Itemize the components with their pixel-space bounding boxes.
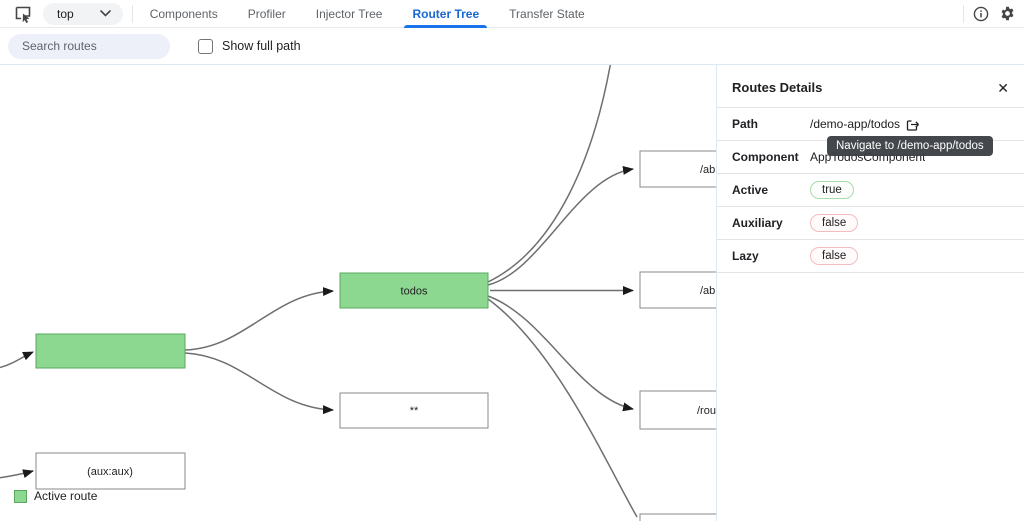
status-badge-false: false	[810, 247, 859, 265]
routes-details-panel: Routes Details ✕ Path /demo-app/todos Co…	[716, 64, 1024, 521]
route-node-label: /ab	[700, 285, 715, 297]
detail-row-active: Active true	[717, 174, 1024, 206]
top-toolbar: top Components Profiler Injector Tree Ro…	[0, 0, 1024, 28]
toolbar-divider	[963, 4, 964, 23]
route-node-label: /ab	[700, 164, 715, 176]
legend-swatch	[14, 489, 27, 503]
divider	[717, 272, 1024, 273]
tab-transfer-state[interactable]: Transfer State	[509, 6, 585, 21]
filter-bar: Show full path	[0, 28, 1024, 64]
close-icon[interactable]: ✕	[997, 79, 1009, 96]
detail-label: Lazy	[732, 249, 759, 263]
legend-label: Active route	[34, 489, 98, 503]
router-tree-svg: todos ** (aux:aux) /ab /ab	[0, 65, 716, 521]
panel-header: Routes Details ✕	[717, 65, 1024, 107]
tab-profiler[interactable]: Profiler	[247, 6, 286, 21]
route-node-label: todos	[401, 286, 428, 298]
navigate-icon[interactable]	[906, 118, 920, 131]
tab-injector-tree[interactable]: Injector Tree	[315, 6, 383, 21]
route-node-label: **	[410, 405, 419, 417]
detail-row-auxiliary: Auxiliary false	[717, 207, 1024, 239]
route-node-todos[interactable]: todos	[339, 272, 489, 309]
gear-icon[interactable]	[994, 1, 1020, 27]
route-node-root[interactable]	[35, 333, 186, 369]
router-tree-canvas: todos ** (aux:aux) /ab /ab	[0, 64, 716, 521]
detail-value: true	[810, 181, 854, 199]
tab-bar: Components Profiler Injector Tree Router…	[150, 0, 585, 28]
detail-label: Active	[732, 183, 769, 197]
edge-root-wildcard	[184, 352, 334, 415]
search-routes-input[interactable]	[8, 33, 170, 59]
route-node-right3[interactable]: /rou	[639, 390, 716, 430]
route-node-label: /rou	[697, 405, 716, 417]
route-node-right4[interactable]	[639, 513, 716, 521]
detail-value: false	[810, 214, 859, 232]
divider	[717, 239, 1024, 240]
navigate-tooltip: Navigate to /demo-app/todos	[827, 136, 993, 156]
detail-row-lazy: Lazy false	[717, 240, 1024, 272]
tree-edges	[0, 65, 638, 518]
edge-todos-right1	[487, 165, 634, 286]
frame-selector-dropdown[interactable]: top	[43, 2, 123, 25]
divider	[717, 107, 1024, 108]
detail-row-path: Path /demo-app/todos	[717, 108, 1024, 140]
route-node-right2[interactable]: /ab	[639, 271, 716, 309]
edge-into-aux	[0, 469, 34, 479]
route-node-aux[interactable]: (aux:aux)	[35, 452, 186, 490]
chevron-down-icon	[99, 10, 111, 17]
divider	[717, 206, 1024, 207]
edge-todos-up	[487, 65, 612, 283]
toolbar-right	[963, 0, 1024, 28]
show-full-path-control: Show full path	[198, 38, 301, 54]
tab-router-tree[interactable]: Router Tree	[404, 0, 487, 28]
detail-value: /demo-app/todos	[810, 117, 920, 131]
edge-todos-right4	[487, 298, 638, 518]
detail-value: false	[810, 247, 859, 265]
inspect-element-icon[interactable]	[14, 5, 32, 23]
path-value: /demo-app/todos	[810, 117, 901, 131]
panel-title: Routes Details	[732, 80, 823, 95]
detail-label: Path	[732, 117, 759, 131]
legend-active-route: Active route	[14, 489, 97, 503]
detail-label: Auxiliary	[732, 216, 783, 230]
edge-todos-right3	[487, 295, 634, 412]
info-icon[interactable]	[968, 1, 994, 27]
edge-into-root	[0, 351, 34, 369]
toolbar-divider	[131, 4, 133, 23]
tree-nodes: todos ** (aux:aux) /ab /ab	[35, 150, 716, 521]
tab-components[interactable]: Components	[149, 6, 218, 21]
route-node-label: (aux:aux)	[87, 466, 133, 478]
edge-root-todos	[184, 287, 334, 351]
status-badge-false: false	[810, 214, 859, 232]
divider	[717, 173, 1024, 174]
detail-label: Component	[732, 150, 799, 164]
frame-selector-value: top	[57, 6, 74, 21]
show-full-path-label: Show full path	[222, 39, 301, 53]
route-node-right1[interactable]: /ab	[639, 150, 716, 188]
route-node-wildcard[interactable]: **	[339, 392, 489, 429]
status-badge-true: true	[810, 181, 854, 199]
show-full-path-checkbox[interactable]	[198, 38, 213, 54]
